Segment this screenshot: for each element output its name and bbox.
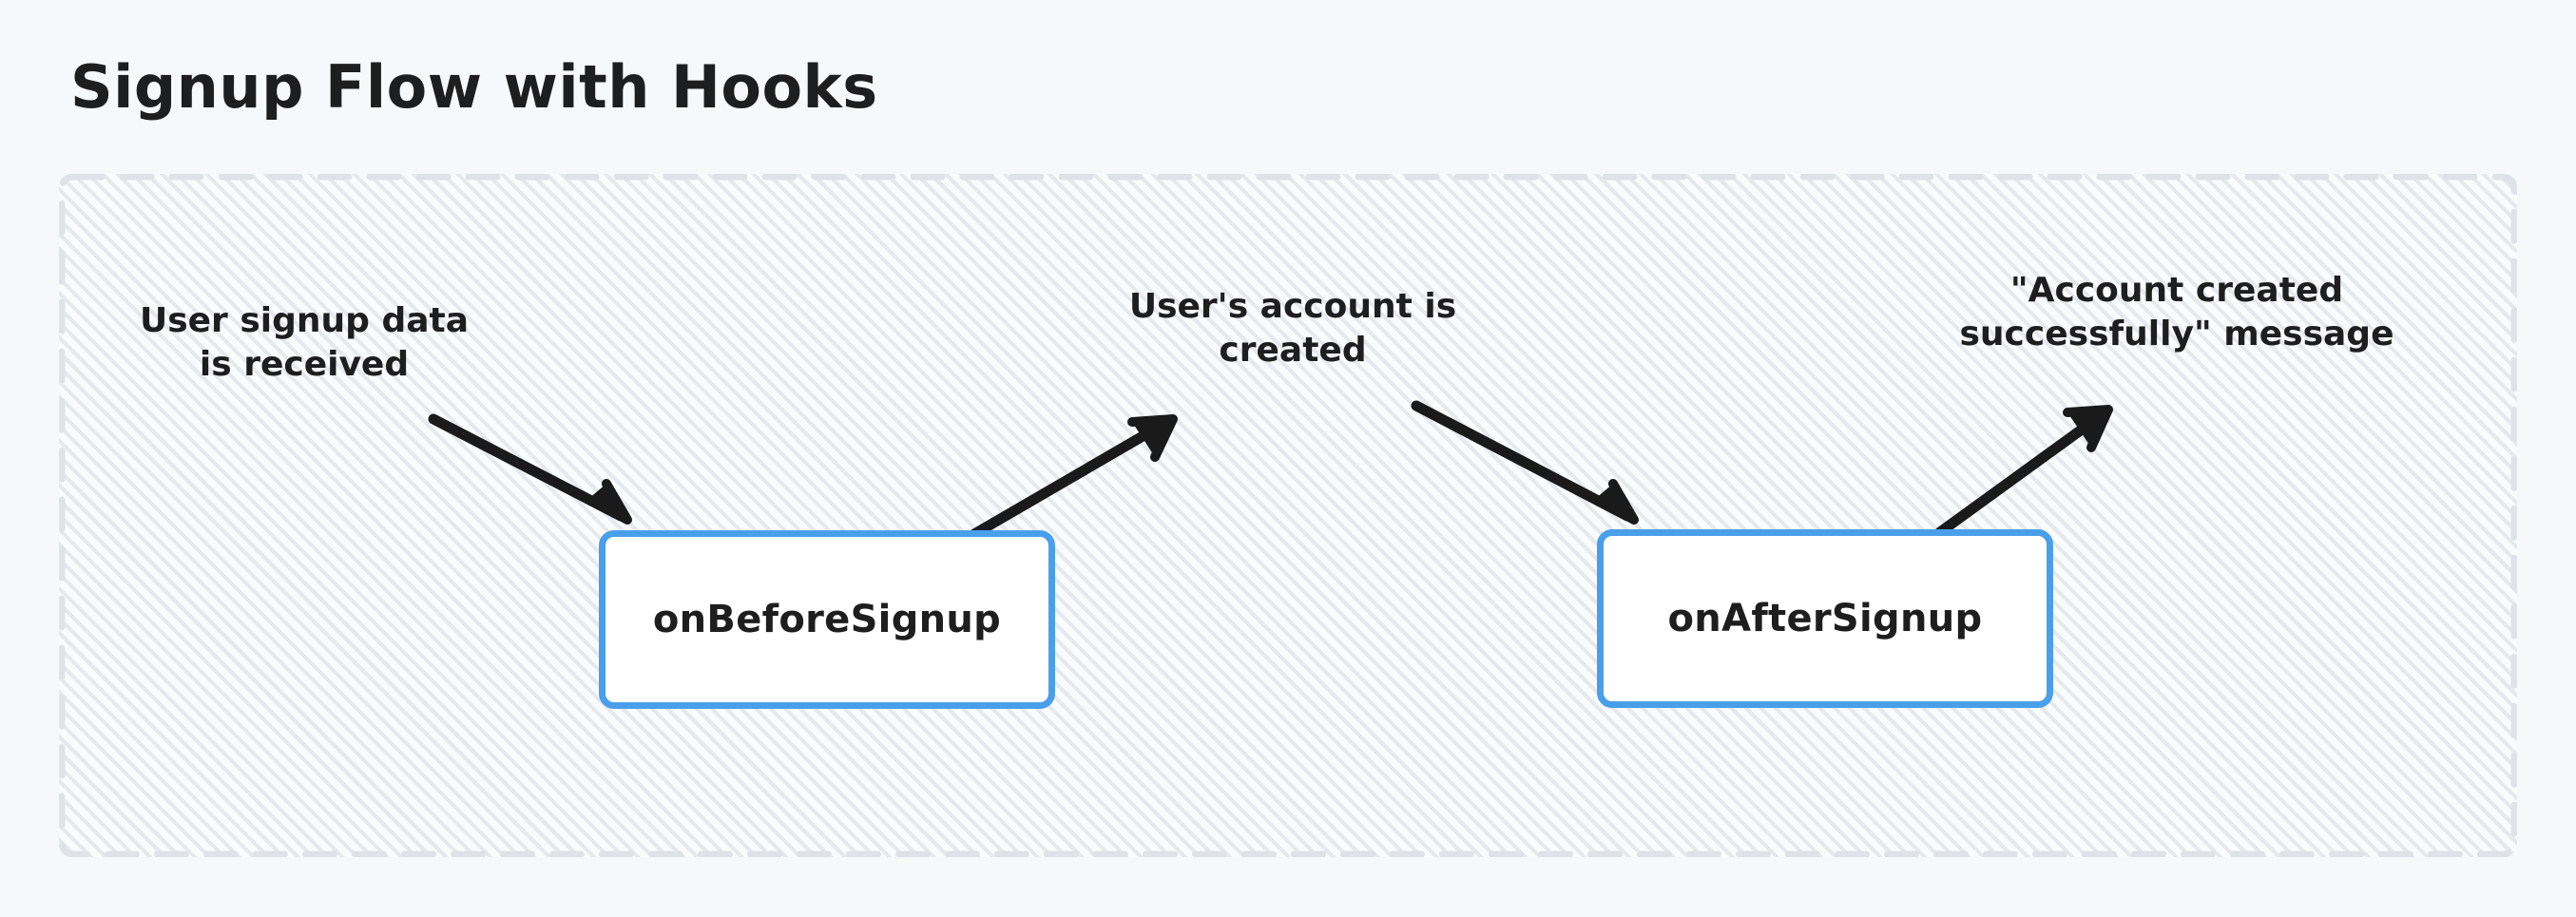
node-onaftersignup-label: onAfterSignup [1667, 597, 1983, 640]
node-onbeforesignup-label: onBeforeSignup [652, 598, 1002, 641]
page-title: Signup Flow with Hooks [70, 52, 878, 122]
edge-label-account-created: User's account is created [1128, 287, 1457, 371]
edge-label-success-message: "Account created successfully" message [1959, 271, 2394, 354]
edge-label-signup-data-received: User signup data is received [139, 301, 470, 385]
node-onaftersignup[interactable]: onAfterSignup [1597, 529, 2053, 708]
node-onbeforesignup[interactable]: onBeforeSignup [599, 530, 1055, 709]
